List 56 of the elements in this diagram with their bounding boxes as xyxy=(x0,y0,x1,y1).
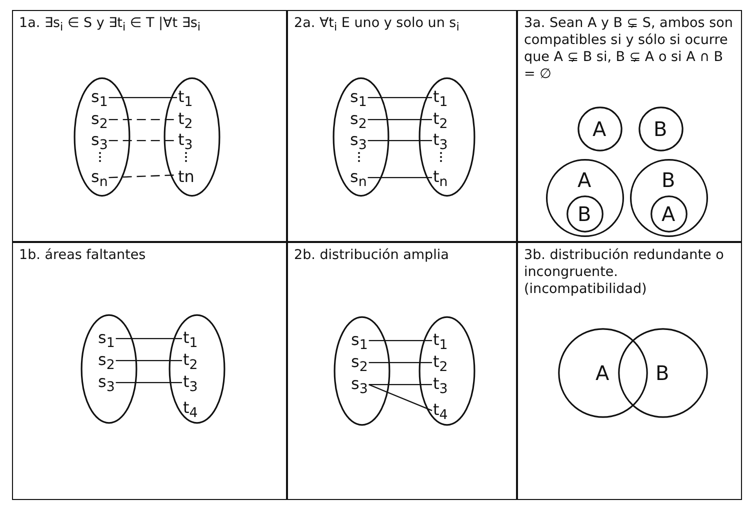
set-label: B xyxy=(662,169,676,191)
mapping-line xyxy=(116,382,182,384)
set-element-label: s$_{n}$ xyxy=(91,167,108,192)
mapping-line xyxy=(116,360,182,362)
mapping-line xyxy=(368,362,432,364)
set-element-label: t$_{4}$ xyxy=(433,400,448,426)
panel-heading: 3b. distribución redundante o incongruente. (incompatibilidad) xyxy=(524,247,725,298)
set-circle xyxy=(567,196,603,232)
set-label: A xyxy=(578,169,592,191)
mapping-line xyxy=(368,384,432,386)
mapping-line xyxy=(368,118,432,120)
panel-heading: 1a. ∃s$_{i}$ ∈ S y ∃t$_{i}$ ∈ T |∀t ∃s$_{i}$ xyxy=(19,15,202,36)
mapping-line xyxy=(368,96,432,98)
set-label: A xyxy=(596,362,610,384)
set-circle xyxy=(639,107,683,151)
set-circle xyxy=(578,107,622,151)
ellipse-shape xyxy=(169,314,225,424)
ellipse-shape xyxy=(74,77,130,197)
mapping-line xyxy=(108,96,177,98)
set-circle xyxy=(618,328,708,418)
mapping-line xyxy=(368,384,432,412)
set-circle xyxy=(546,159,624,237)
table-panel xyxy=(287,10,517,242)
panel-heading: 2b. distribución amplia xyxy=(294,247,450,264)
ellipse-shape xyxy=(164,77,220,197)
mapping-line xyxy=(368,340,432,342)
table-panel xyxy=(517,242,742,500)
mapping-line xyxy=(108,118,177,120)
set-circle xyxy=(630,159,708,237)
mapping-line xyxy=(108,140,177,142)
ellipse-shape xyxy=(333,77,389,197)
set-label: B xyxy=(656,362,670,384)
table-panel xyxy=(12,242,287,500)
ellipse-shape xyxy=(419,77,475,197)
set-label: A xyxy=(592,118,606,140)
mapping-line xyxy=(368,140,432,142)
table-panel xyxy=(287,242,517,500)
table-panel xyxy=(517,10,742,242)
table-panel xyxy=(12,10,287,242)
mapping-line xyxy=(116,338,182,340)
set-circle xyxy=(651,196,687,232)
set-circle xyxy=(558,328,648,418)
mapping-line xyxy=(368,176,432,178)
ellipse-shape xyxy=(334,316,390,426)
panel-heading: 1b. áreas faltantes xyxy=(19,247,147,264)
set-element-label: tn xyxy=(178,167,194,186)
ellipse-shape xyxy=(419,316,475,426)
set-element-label: t$_{n}$ xyxy=(433,167,448,192)
set-label: A xyxy=(662,203,676,225)
panel-heading: 3a. Sean A y B ⊊ S, ambos son compatibles si y sólo si ocurre que A ⊊ B si, B ⊊ A o si A ∩ B = ∅ xyxy=(524,15,734,83)
set-label: B xyxy=(654,118,668,140)
panel-heading: 2a. ∀t$_{i}$ E uno y solo un s$_{i}$ xyxy=(294,15,460,36)
set-label: B xyxy=(578,203,592,225)
set-element-label: t$_{4}$ xyxy=(183,398,198,424)
ellipse-shape xyxy=(81,314,137,424)
set-element-label: s$_{n}$ xyxy=(350,167,367,192)
